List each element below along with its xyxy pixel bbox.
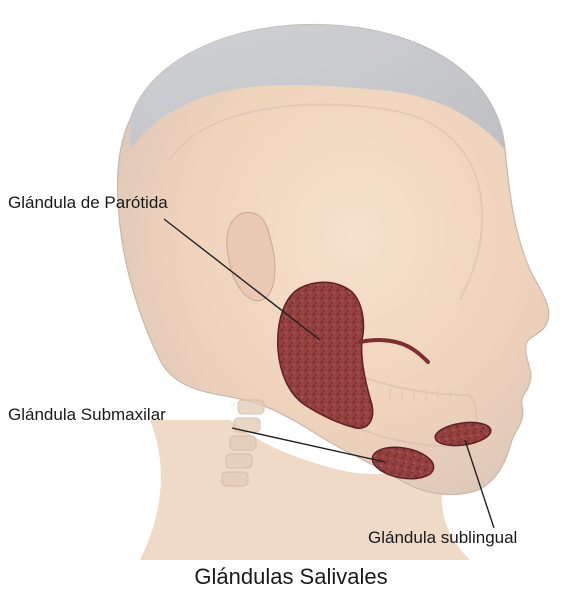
submandibular-label: Glándula Submaxilar (8, 406, 166, 423)
sublingual-label: Glándula sublingual (368, 529, 517, 546)
parotid-label: Glándula de Parótida (8, 194, 168, 211)
diagram-caption: Glándulas Salivales (0, 566, 582, 588)
